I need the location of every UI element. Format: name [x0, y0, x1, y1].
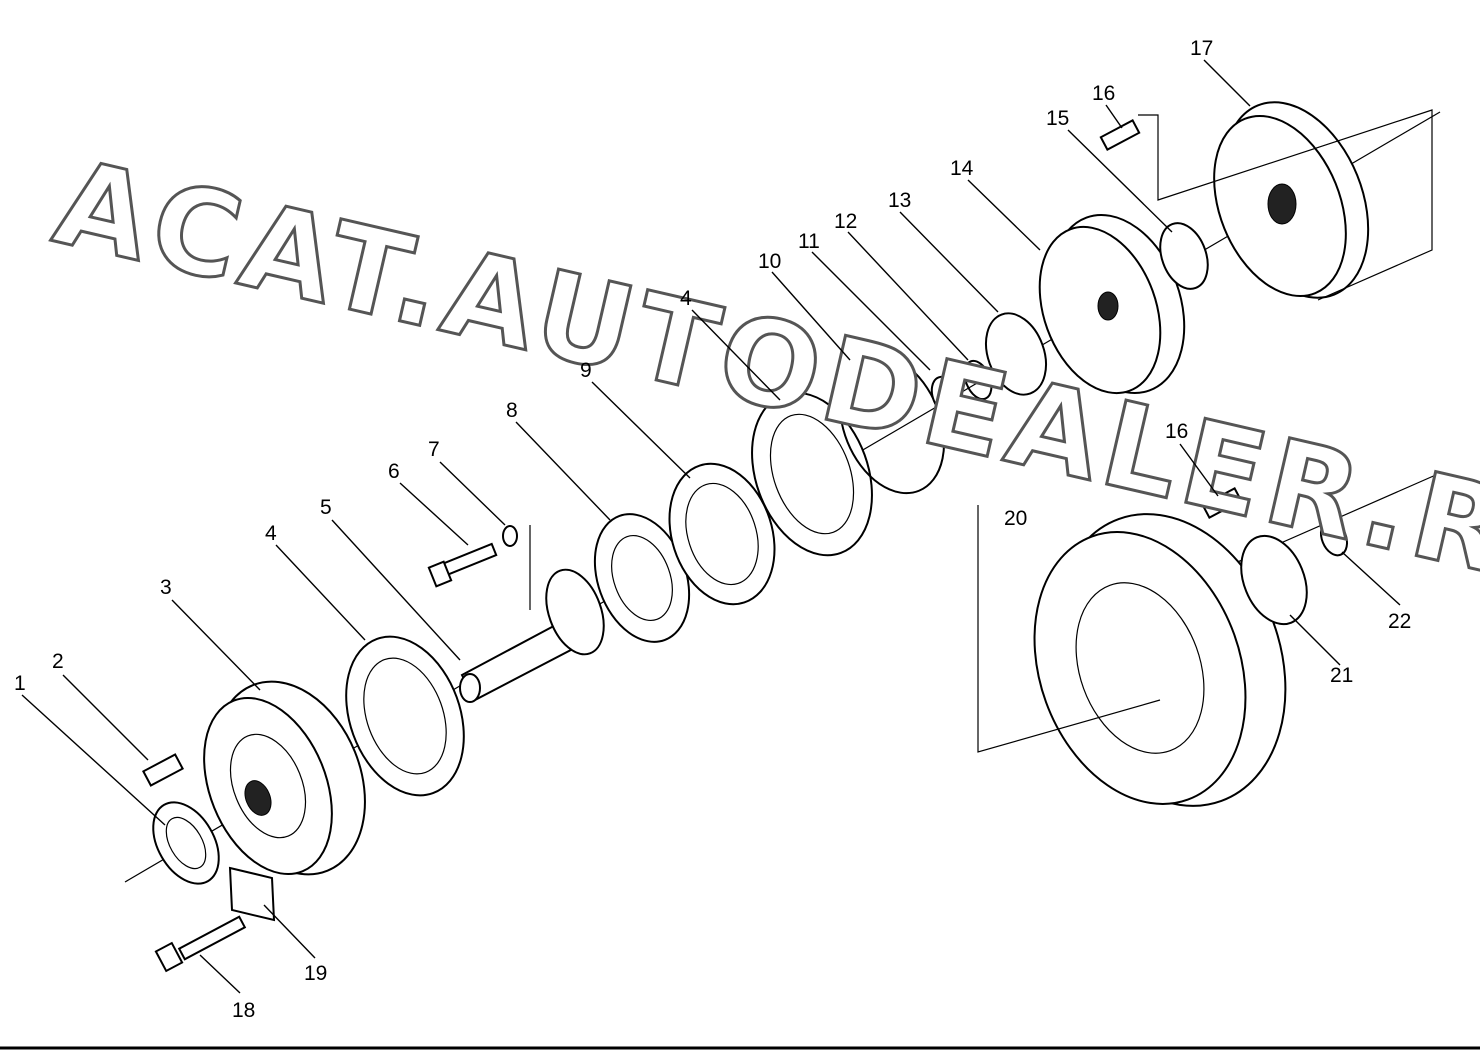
callout-11: 11: [798, 230, 820, 253]
callout-14: 14: [950, 157, 974, 180]
part-washer-7: [502, 525, 518, 547]
part-cone-spring-13: [985, 312, 1047, 396]
callout-8: 8: [506, 399, 518, 422]
callout-15: 15: [1046, 107, 1069, 130]
part-snap-ring-12: [963, 359, 993, 401]
callout-13: 13: [888, 189, 911, 212]
part-lock-plate-19: [228, 866, 276, 922]
callout-3: 3: [160, 576, 172, 599]
callout-16-top: 16: [1092, 82, 1115, 105]
part-carrier-17: [1213, 101, 1370, 299]
callout-1: 1: [14, 672, 26, 695]
part-bolt-18: [154, 915, 247, 973]
part-bearing-21: [1240, 534, 1308, 626]
callout-2: 2: [52, 650, 64, 673]
part-pin-16b: [1201, 487, 1243, 519]
callout-10: 10: [758, 250, 781, 273]
callout-4-upper: 4: [680, 287, 692, 310]
callout-9: 9: [580, 359, 592, 382]
callout-6: 6: [388, 460, 400, 483]
part-friction-disc-4a: [345, 635, 465, 797]
callout-21: 21: [1330, 664, 1353, 687]
leader-lines: [21, 59, 1401, 994]
part-seal-22: [1319, 519, 1349, 557]
part-splined-shaft-5: [459, 568, 605, 703]
part-housing-20: [1033, 513, 1287, 807]
part-bearing-ring-15: [1159, 222, 1209, 290]
part-pin-16a: [1099, 119, 1141, 151]
bracket-17: [1138, 109, 1433, 301]
part-seal-ring-1: [152, 801, 220, 885]
callout-12: 12: [834, 210, 857, 233]
part-bolt-6: [427, 542, 498, 588]
callout-18: 18: [232, 999, 255, 1022]
part-friction-disc-4b: [751, 391, 873, 557]
callout-22: 22: [1388, 610, 1411, 633]
part-pin-2: [141, 753, 185, 787]
part-hub-flange-3: [203, 680, 366, 876]
callout-4-lower: 4: [265, 522, 277, 545]
callout-19: 19: [304, 962, 327, 985]
part-tabbed-plate-9: [668, 462, 776, 606]
part-small-bearing-11: [930, 375, 962, 417]
callout-7: 7: [428, 438, 440, 461]
part-drum-14: [1038, 213, 1186, 395]
callout-20: 20: [1004, 507, 1027, 530]
callout-17: 17: [1190, 37, 1213, 60]
callout-5: 5: [320, 496, 332, 519]
bracket-20: [977, 505, 1161, 753]
callout-16-lower: 16: [1165, 420, 1188, 443]
